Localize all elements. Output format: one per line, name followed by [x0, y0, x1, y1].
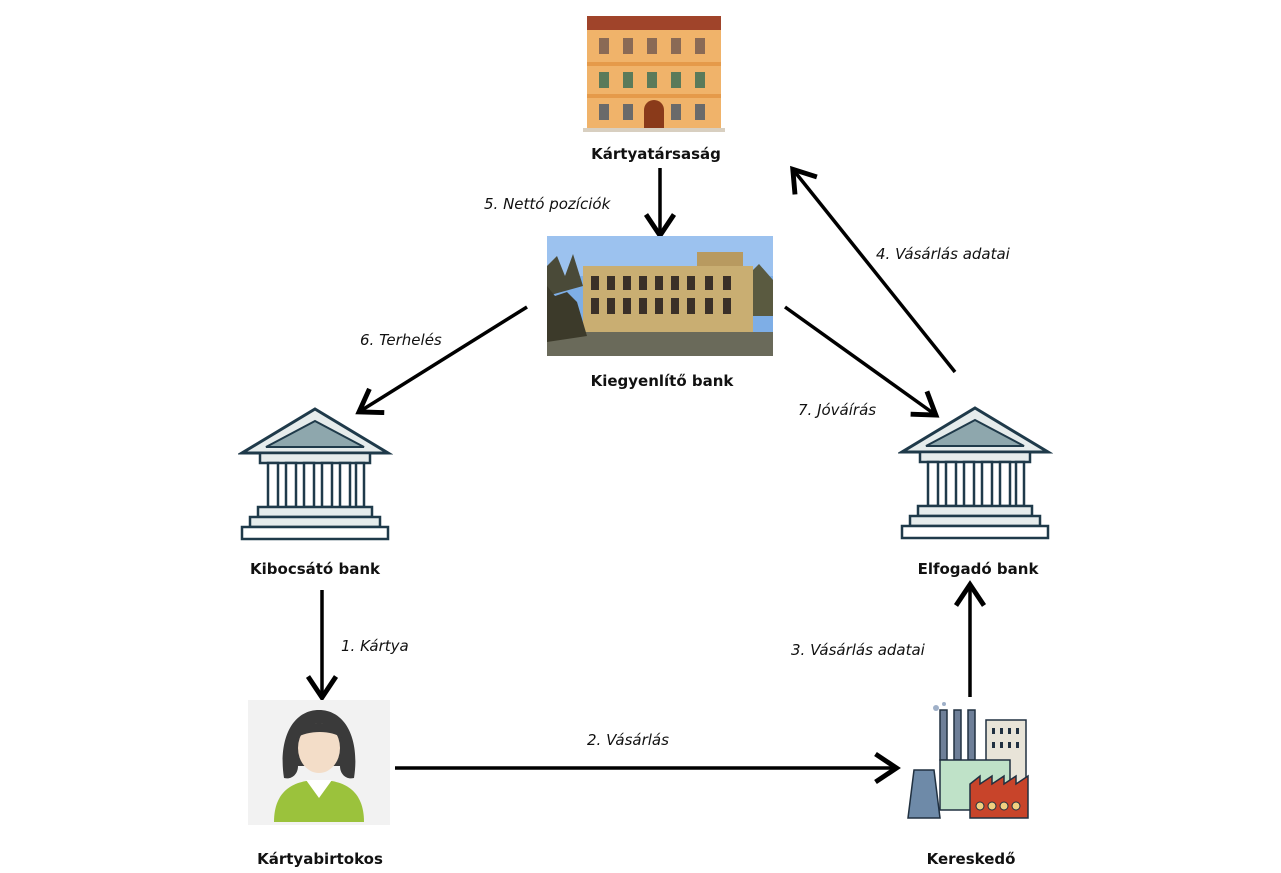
node-label-acquirer-bank: Elfogadó bank: [917, 560, 1039, 578]
edge-label-purchase-data-to-acquirer: 3. Vásárlás adatai: [791, 641, 925, 659]
edge-label-debit: 6. Terhelés: [360, 331, 442, 349]
edge-label-card: 1. Kártya: [341, 637, 409, 655]
edge-label-net-positions: 5. Nettó pozíciók: [484, 195, 611, 213]
bank-icon: [898, 406, 1053, 540]
edge-label-purchase-data-to-company: 4. Vásárlás adatai: [876, 245, 1010, 263]
bank-icon: [238, 407, 393, 541]
node-label-card-company: Kártyatársaság: [591, 145, 721, 163]
node-label-issuer-bank: Kibocsátó bank: [250, 560, 380, 578]
person-icon: [248, 700, 390, 825]
node-label-cardholder: Kártyabirtokos: [257, 850, 383, 868]
arrow-credit: [783, 305, 940, 418]
edge-label-credit: 7. Jóváírás: [798, 401, 877, 419]
node-label-merchant: Kereskedő: [926, 850, 1016, 868]
node-label-settlement-bank: Kiegyenlítő bank: [590, 372, 734, 390]
factory-icon: [907, 702, 1029, 819]
building-icon: [583, 16, 725, 132]
arrow-debit: [355, 305, 528, 416]
bank-photo-icon: [547, 236, 773, 356]
arrow-purchase-data-to-company: [790, 165, 957, 374]
edge-label-purchase: 2. Vásárlás: [587, 731, 669, 749]
